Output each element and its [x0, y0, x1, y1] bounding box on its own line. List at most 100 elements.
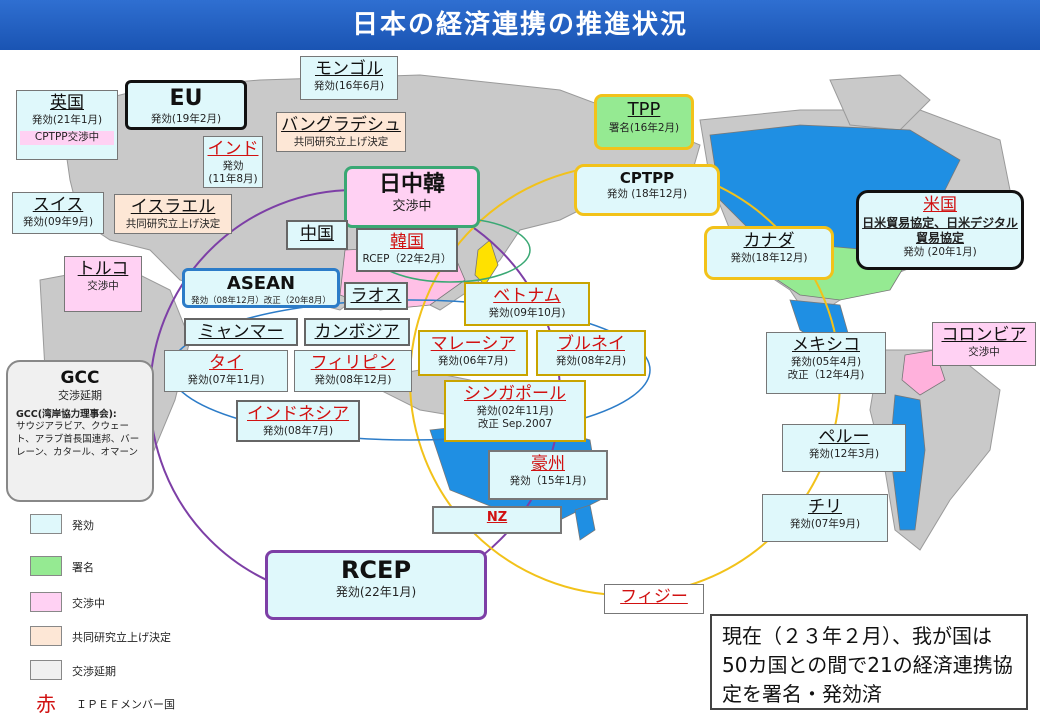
- partner-name: インドネシア: [247, 404, 349, 424]
- partner-status: 共同研究立上げ決定: [293, 136, 389, 149]
- legend-label: 交渉延期: [72, 665, 116, 678]
- partner-name: インド: [207, 139, 259, 159]
- japan-area: [474, 239, 499, 286]
- partner-colombia: コロンビア 交渉中: [932, 322, 1036, 366]
- partner-status: 交渉中: [968, 346, 1000, 359]
- partner-status: 発効（15年1月): [509, 475, 587, 488]
- partner-name: コロンビア: [941, 325, 1027, 345]
- legend-label: 発効: [72, 519, 94, 532]
- partner-name: NZ: [486, 510, 508, 525]
- partner-australia: 豪州 発効（15年1月): [488, 450, 608, 500]
- partner-philippines: フィリピン 発効(08年12月): [294, 350, 412, 392]
- partner-name: 米国: [923, 195, 957, 215]
- partner-china: 中国: [286, 220, 348, 250]
- partner-name: 英国: [50, 93, 84, 113]
- partner-name: ラオス: [350, 286, 402, 306]
- partner-name: ベトナム: [493, 286, 561, 306]
- greenland-landmass: [829, 74, 931, 131]
- partner-name: イスラエル: [130, 197, 216, 217]
- partner-date: (11年8月): [208, 173, 258, 186]
- partner-singapore: シンガポール 発効(02年11月) 改正 Sep.2007: [444, 380, 586, 442]
- partner-name: バングラデシュ: [281, 115, 401, 135]
- partner-name: 韓国: [390, 232, 424, 252]
- partner-status: 発効(02年11月): [476, 405, 554, 418]
- partner-fiji: フィジー: [604, 584, 704, 614]
- partner-agreement: 日米貿易協定、日米デジタル貿易協定: [862, 216, 1018, 246]
- legend-swatch-postponed: [30, 660, 62, 680]
- partner-revision: 改正 Sep.2007: [477, 418, 553, 431]
- partner-status: 発効(12年3月): [808, 448, 880, 461]
- legend-label: 署名: [72, 561, 94, 574]
- partner-indonesia: インドネシア 発効(08年7月): [236, 400, 360, 442]
- partner-revision: 改正（12年4月): [787, 369, 865, 382]
- partner-status: RCEP（22年2月）: [362, 253, 452, 266]
- partner-eu: EU 発効(19年2月): [125, 80, 247, 130]
- legend-swatch-signed: [30, 556, 62, 576]
- partner-status: 発効(05年4月): [790, 356, 862, 369]
- partner-name: スイス: [32, 195, 84, 215]
- partner-name: タイ: [209, 353, 243, 373]
- partner-status: 発効(09年9月): [22, 216, 94, 229]
- partner-name: モンゴル: [315, 59, 383, 79]
- gcc-desc-title: GCC(湾岸協力理事会):: [16, 409, 117, 420]
- partner-name: ブルネイ: [557, 334, 625, 354]
- partner-status: 交渉延期: [58, 389, 102, 403]
- partner-name: RCEP: [340, 556, 412, 584]
- partner-name: ペルー: [818, 427, 870, 447]
- gcc-desc: サウジアラビア、クウェート、アラブ首長国連邦、バーレーン、カタール、オマーン: [16, 420, 140, 458]
- partner-status: 発効(06年7月): [437, 355, 509, 368]
- partner-status: 発効(09年10月): [488, 307, 566, 320]
- legend-ipef-mark: 赤: [36, 692, 56, 716]
- partner-bangladesh: バングラデシュ 共同研究立上げ決定: [276, 112, 406, 152]
- partner-myanmar: ミャンマー: [184, 318, 298, 346]
- legend-swatch-negotiating: [30, 592, 62, 612]
- partner-status: 発効（08年12月）改正（20年8月）: [191, 295, 331, 306]
- partner-status: 発効(08年7月): [262, 425, 334, 438]
- partner-name: カナダ: [743, 231, 795, 251]
- partner-status: 発効(08年12月): [314, 374, 392, 387]
- nz-area: [574, 504, 596, 541]
- legend-swatch-joint-study: [30, 626, 62, 646]
- partner-mexico: メキシコ 発効(05年4月) 改正（12年4月): [766, 332, 886, 394]
- partner-chile: チリ 発効(07年9月): [762, 494, 888, 542]
- partner-name: マレーシア: [430, 334, 516, 354]
- page-title: 日本の経済連携の推進状況: [0, 0, 1040, 50]
- partner-peru: ペルー 発効(12年3月): [782, 424, 906, 472]
- partner-name: 豪州: [531, 454, 565, 474]
- partner-name: カンボジア: [314, 322, 400, 342]
- partner-name: メキシコ: [792, 335, 860, 355]
- partner-status: 発効(19年2月): [150, 112, 222, 125]
- partner-brunei: ブルネイ 発効(08年2月): [536, 330, 646, 376]
- legend-label: 共同研究立上げ決定: [72, 631, 171, 644]
- partner-name: チリ: [808, 497, 842, 517]
- legend-swatch-in-force: [30, 514, 62, 534]
- partner-canada: カナダ 発効(18年12月): [704, 226, 834, 280]
- partner-cptpp: CPTPP 発効 (18年12月): [574, 164, 720, 216]
- partner-status: 発効 (20年1月): [903, 246, 977, 259]
- partner-status: 発効 (18年12月): [606, 187, 688, 200]
- partner-india: インド 発効 (11年8月): [203, 136, 263, 188]
- partner-name: 日中韓: [378, 172, 445, 197]
- partner-nz: NZ: [432, 506, 562, 534]
- partner-name: 中国: [300, 224, 334, 244]
- partner-usa: 米国 日米貿易協定、日米デジタル貿易協定 発効 (20年1月): [856, 190, 1024, 270]
- partner-name: フィジー: [620, 587, 688, 607]
- partner-status: 発効(07年9月): [789, 518, 861, 531]
- partner-name: CPTPP: [619, 169, 675, 187]
- partner-korea: 韓国 RCEP（22年2月）: [356, 228, 458, 272]
- partner-status: 交渉中: [392, 198, 432, 214]
- partner-laos: ラオス: [344, 282, 408, 310]
- partner-israel: イスラエル 共同研究立上げ決定: [114, 194, 232, 234]
- partner-mongolia: モンゴル 発効(16年6月): [300, 56, 398, 100]
- partner-name: ASEAN: [226, 273, 296, 294]
- partner-turkey: トルコ 交渉中: [64, 256, 142, 312]
- partner-uk: 英国 発効(21年1月) CPTPP交渉中: [16, 90, 118, 160]
- partner-status: 発効(07年11月): [187, 374, 265, 387]
- partner-status: 発効(16年6月): [313, 80, 385, 93]
- partner-name: EU: [169, 86, 203, 111]
- legend-ipef-label: ＩＰＥＦメンバー国: [76, 698, 175, 711]
- partner-name: シンガポール: [464, 384, 566, 404]
- partner-asean: ASEAN 発効（08年12月）改正（20年8月）: [182, 268, 340, 308]
- partner-status: 発効: [222, 160, 244, 173]
- partner-status: 共同研究立上げ決定: [125, 218, 221, 231]
